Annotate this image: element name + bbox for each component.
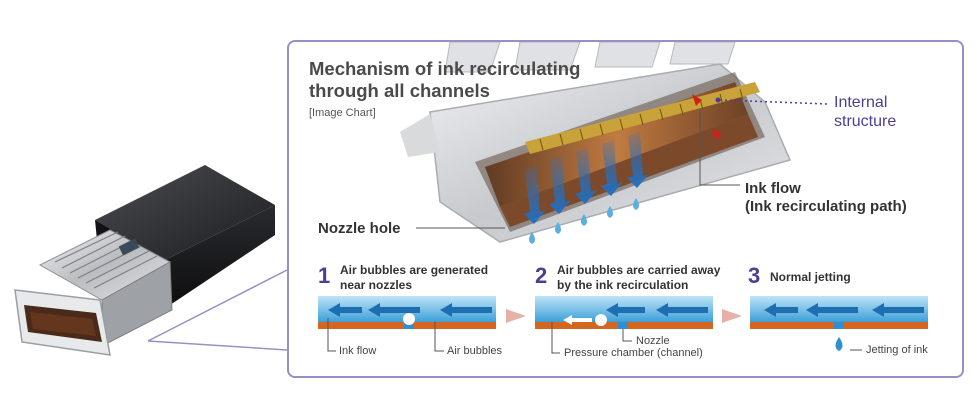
internal-structure-illustration	[400, 42, 792, 244]
step-1-panel	[318, 296, 496, 329]
step-2-line-1: Air bubbles are carried away	[557, 263, 721, 277]
step-2-line-2: by the ink recirculation	[557, 278, 689, 292]
bubble-motion-arrow	[563, 315, 592, 325]
step-2-flow-arrows	[606, 303, 708, 317]
step-3-caption: Normal jetting	[770, 270, 851, 285]
step-arrow-2	[722, 309, 742, 323]
step-arrow-1	[506, 309, 526, 323]
step-3-line-1: Normal jetting	[770, 270, 851, 284]
internal-line-1: Internal	[834, 94, 888, 111]
label-air-bubbles: Air bubbles	[447, 345, 503, 357]
step-2-caption: Air bubbles are carried away by the ink …	[557, 263, 720, 293]
ink-droplet	[835, 337, 843, 351]
diagram-title: Mechanism of ink recirculating through a…	[309, 58, 639, 102]
step-1-number: 1	[318, 263, 331, 288]
internal-structure-callout: Internal structure	[834, 93, 896, 131]
printhead-product-illustration	[14, 165, 288, 356]
internal-line-2: structure	[834, 113, 897, 130]
mechanism-panel	[287, 40, 964, 378]
title-line-1: Mechanism of ink recirculating	[309, 58, 581, 79]
ink-flow-line-2: (Ink recirculating path)	[745, 198, 907, 215]
step-3-flow-arrows	[764, 303, 924, 317]
step-1-line-1: Air bubbles are generated	[340, 263, 489, 277]
label-nozzle: Nozzle	[636, 335, 670, 347]
step-2-panel	[535, 296, 713, 329]
ink-flow-line-1: Ink flow	[745, 180, 801, 197]
nozzle-hole-callout: Nozzle hole	[318, 220, 401, 237]
air-bubble-moving	[595, 314, 607, 326]
step-3-number: 3	[748, 263, 761, 288]
air-bubble	[403, 313, 415, 325]
label-pressure-chamber: Pressure chamber (channel)	[564, 347, 703, 359]
label-jetting-of-ink: Jetting of ink	[866, 344, 928, 356]
step-1-flow-arrows	[328, 303, 492, 317]
step-1-caption: Air bubbles are generated near nozzles	[340, 263, 488, 293]
diagram-subtitle: [Image Chart]	[309, 107, 376, 119]
step-3-panel	[750, 296, 928, 351]
step-2-number: 2	[535, 263, 548, 288]
title-line-2: through all channels	[309, 80, 490, 101]
label-ink-flow: Ink flow	[339, 345, 377, 357]
ink-flow-callout: Ink flow (Ink recirculating path)	[745, 180, 907, 216]
step-1-line-2: near nozzles	[340, 278, 413, 292]
